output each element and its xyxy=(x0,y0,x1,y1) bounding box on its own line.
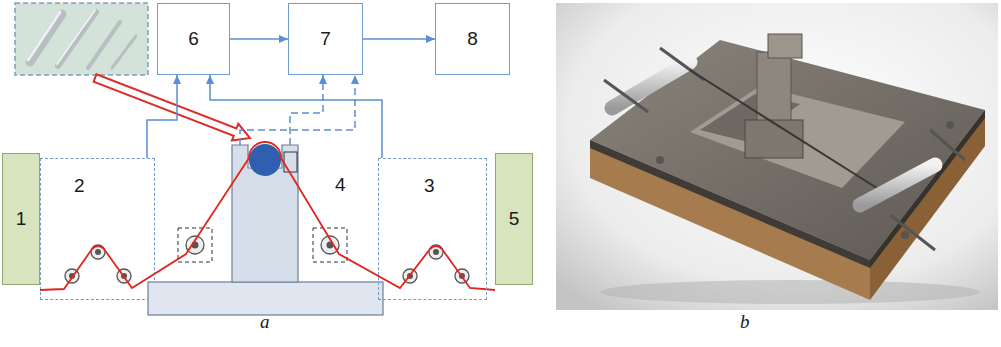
hollow-arrow xyxy=(94,74,250,140)
sample-inset xyxy=(30,14,62,62)
device-photo xyxy=(860,165,935,205)
panel-label: b xyxy=(740,311,750,333)
device-photo xyxy=(556,3,998,310)
fixture-shape xyxy=(69,242,465,280)
fixture-shape xyxy=(40,142,495,315)
sample-inset xyxy=(15,3,148,75)
signal-line xyxy=(240,75,355,145)
fixture-shape xyxy=(313,228,347,262)
fixture-shape xyxy=(232,145,298,282)
take-up-block: 5 xyxy=(495,153,533,285)
callout-number: 6 xyxy=(188,29,199,50)
fixture-shape xyxy=(148,145,384,316)
connector-arrow xyxy=(147,75,177,158)
test-fixture: 4 xyxy=(148,145,384,316)
device-photo xyxy=(930,130,965,160)
process-box: 6 xyxy=(157,3,230,75)
device-photo xyxy=(901,231,909,239)
fixture-shape xyxy=(433,249,439,255)
sample-inset xyxy=(28,12,60,60)
fixture-shape xyxy=(249,144,281,176)
callout-number: 5 xyxy=(509,209,520,230)
callout-number: 2 xyxy=(74,176,85,197)
signal-line xyxy=(290,75,323,145)
sample-inset xyxy=(57,10,95,64)
device-photo xyxy=(690,70,880,190)
device-photo xyxy=(600,280,980,304)
connector-arrow xyxy=(230,38,288,40)
callout-number: 1 xyxy=(16,209,27,230)
callout-number: 8 xyxy=(467,29,478,50)
sample-inset xyxy=(15,3,148,75)
device-photo xyxy=(745,120,803,158)
device-photo xyxy=(612,62,690,108)
process-box: 7 xyxy=(288,3,363,75)
fixture-shape xyxy=(40,142,495,290)
device-photo xyxy=(556,3,998,310)
fixture-shape xyxy=(95,249,101,255)
sample-inset xyxy=(58,12,96,66)
connector-arrow xyxy=(363,38,435,40)
device-photo xyxy=(768,34,802,58)
fixture-shape xyxy=(284,152,297,172)
device-photo xyxy=(946,121,954,129)
device-photo xyxy=(890,215,935,250)
supply-block: 1 xyxy=(2,153,40,285)
sensor-group: 3 xyxy=(378,158,487,300)
fixture-shape xyxy=(178,228,212,262)
sample-inset xyxy=(112,36,136,68)
sample-inset xyxy=(88,22,120,68)
callout-number: 4 xyxy=(335,175,346,196)
device-photo xyxy=(656,156,664,164)
callout-number: 7 xyxy=(320,29,331,50)
callout-number: 3 xyxy=(424,176,435,197)
panel-label: a xyxy=(260,311,270,333)
process-box: 8 xyxy=(435,3,510,75)
device-photo xyxy=(604,80,648,112)
sensor-group: 2 xyxy=(40,158,155,300)
fixture-shape xyxy=(148,282,383,315)
